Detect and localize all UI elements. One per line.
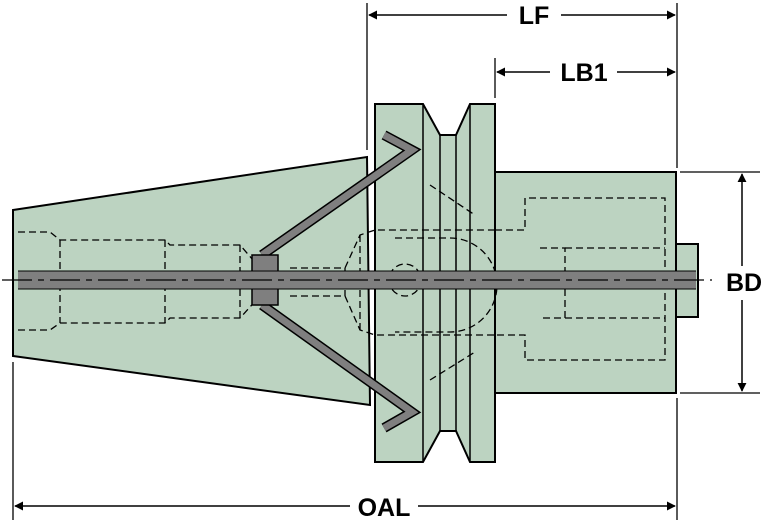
dimension-label-lf: LF: [519, 2, 550, 30]
dimension-label-bd: BD: [726, 269, 762, 297]
coolant-channels: [18, 130, 696, 433]
extension-lines: [12, 3, 760, 520]
dimension-label-lb1: LB1: [560, 59, 607, 87]
dimension-lines: [14, 10, 747, 511]
dimension-label-oal: OAL: [358, 494, 411, 522]
